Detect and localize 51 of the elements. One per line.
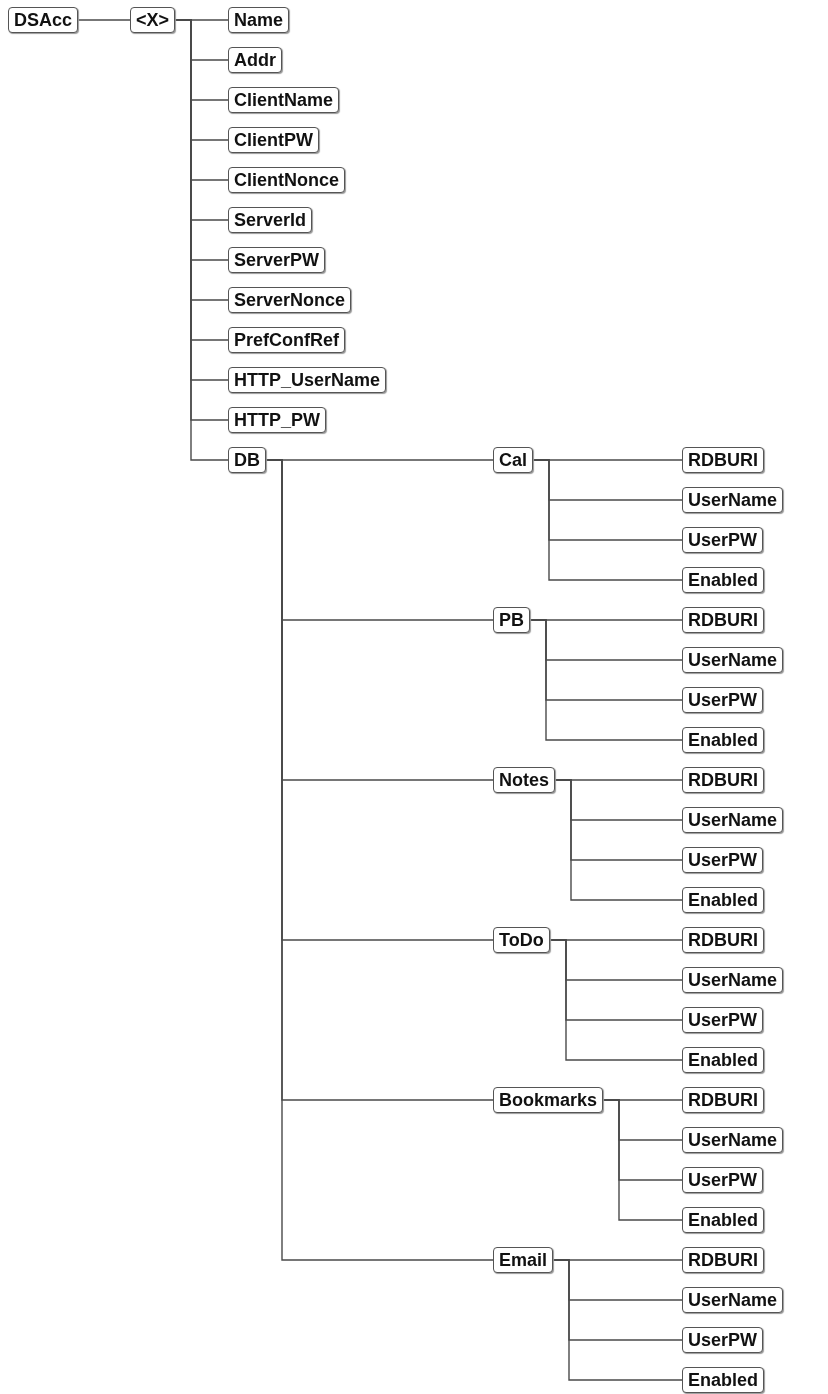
element-box: RDBURI [682, 767, 764, 793]
element-box: ToDo [493, 927, 550, 953]
element-box: RDBURI [682, 1247, 764, 1273]
element-box: Name [228, 7, 290, 33]
element-box: HTTP_PW [228, 407, 326, 433]
element-box: ClientNonce [228, 167, 345, 193]
element-box: Enabled [682, 567, 764, 593]
element-box: RDBURI [682, 607, 764, 633]
element-box: ServerId [228, 207, 313, 233]
element-box: UserName [682, 967, 784, 993]
connector-line [77, 19, 131, 21]
element-box: DB [228, 447, 266, 473]
element-box: UserPW [682, 1167, 764, 1193]
element-box: UserPW [682, 527, 764, 553]
element-box: RDBURI [682, 447, 764, 473]
element-box: Enabled [682, 1367, 764, 1393]
element-box: Addr [228, 47, 282, 73]
element-box: PrefConfRef [228, 327, 345, 353]
connector-line [529, 619, 683, 741]
element-box: RDBURI [682, 927, 764, 953]
element-box: Email [493, 1247, 554, 1273]
element-box: Enabled [682, 1047, 764, 1073]
element-box: ClientPW [228, 127, 319, 153]
element-box: <X> [130, 7, 176, 33]
element-box: Enabled [682, 887, 764, 913]
element-box: Enabled [682, 727, 764, 753]
element-box: Cal [493, 447, 533, 473]
element-box: ClientName [228, 87, 340, 113]
element-box: ServerNonce [228, 287, 352, 313]
connector-line [602, 1099, 683, 1221]
connector-line [554, 779, 683, 901]
connector-line [549, 939, 683, 1061]
element-box: ServerPW [228, 247, 326, 273]
element-box: DSAcc [8, 7, 79, 33]
element-box: Bookmarks [493, 1087, 604, 1113]
element-box: UserPW [682, 1007, 764, 1033]
element-box: UserPW [682, 847, 764, 873]
connector-line [532, 459, 683, 581]
element-box: Enabled [682, 1207, 764, 1233]
element-box: PB [493, 607, 530, 633]
connector-line [552, 1259, 683, 1381]
element-box: HTTP_UserName [228, 367, 387, 393]
element-box: UserName [682, 487, 784, 513]
element-box: Notes [493, 767, 555, 793]
element-box: UserPW [682, 687, 764, 713]
element-box: UserName [682, 1127, 784, 1153]
element-box: UserPW [682, 1327, 764, 1353]
element-box: RDBURI [682, 1087, 764, 1113]
element-box: UserName [682, 807, 784, 833]
element-box: UserName [682, 647, 784, 673]
element-box: UserName [682, 1287, 784, 1313]
